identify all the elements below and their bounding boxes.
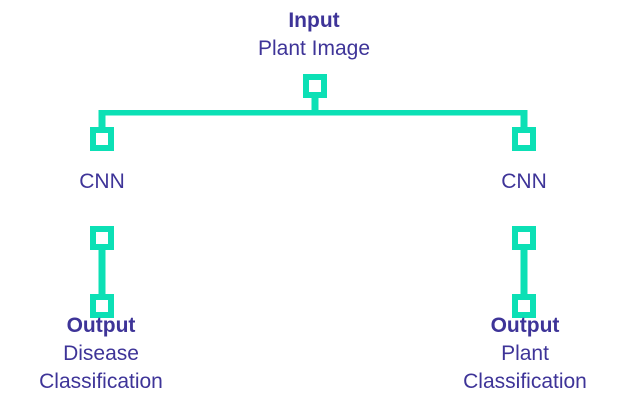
input-port-icon xyxy=(303,74,327,111)
output-block-right: Output Plant Classification xyxy=(463,312,587,396)
output-line1-right: Plant xyxy=(501,342,549,365)
output-title-left: Output xyxy=(66,314,136,337)
split-rail xyxy=(98,110,528,128)
right-branch-port-icon xyxy=(512,127,536,151)
output-line2-right: Classification xyxy=(463,370,587,393)
output-line2-left: Classification xyxy=(39,370,163,393)
input-subtitle: Plant Image xyxy=(257,37,371,60)
cnn-label-right: CNN xyxy=(501,170,547,193)
left-branch-port-icon xyxy=(90,127,114,151)
cnn-label-left: CNN xyxy=(79,170,125,193)
cnn-node-left: CNN xyxy=(79,168,125,196)
output-block-left: Output Disease Classification xyxy=(39,312,163,396)
cnn-node-right: CNN xyxy=(501,168,547,196)
output-title-right: Output xyxy=(490,314,560,337)
right-output-link xyxy=(512,226,536,318)
input-label-block: Input Plant Image xyxy=(258,7,370,63)
input-title: Input xyxy=(288,9,340,32)
left-output-link xyxy=(90,226,114,318)
output-line1-left: Disease xyxy=(63,342,139,365)
